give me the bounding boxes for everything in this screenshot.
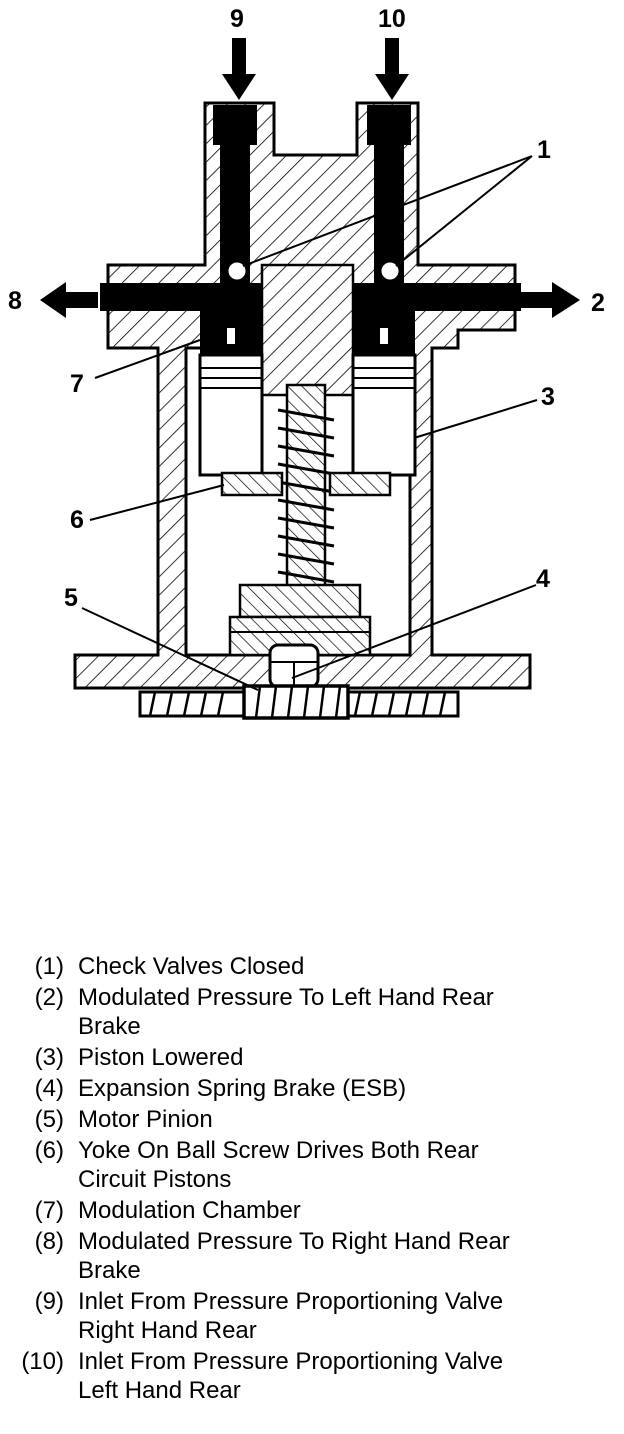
callout-2: 2 [591,289,605,317]
legend-number: (2) [34,984,64,1011]
outlet-arrow-2 [521,282,580,318]
legend-text: Modulated Pressure To Left Hand Rear Bra… [78,984,494,1040]
callout-7: 7 [70,370,84,398]
legend-text: Modulation Chamber [78,1197,301,1224]
check-valve-left [225,259,249,283]
legend-text: Check Valves Closed [78,953,305,980]
callout-8: 8 [8,287,22,315]
callout-5: 5 [64,584,78,612]
yoke-left [220,471,284,497]
legend: (1) Check Valves Closed (2) Modulated Pr… [0,952,624,1407]
callout-6: 6 [70,506,84,534]
piston-right [351,353,417,477]
legend-item: (10) Inlet From Pressure Proportioning V… [0,1347,624,1405]
bearing-assembly [228,583,372,657]
legend-text: Inlet From Pressure Proportioning Valve … [78,1288,504,1344]
legend-text: Expansion Spring Brake (ESB) [78,1075,407,1102]
legend-item: (6) Yoke On Ball Screw Drives Both Rear … [0,1136,624,1194]
legend-number: (5) [34,1106,64,1133]
legend-number: (3) [34,1044,64,1071]
legend-number: (4) [34,1075,64,1102]
brake-modulator-diagram: 9 10 1 8 2 7 3 6 4 5 [8,5,605,720]
ball-screw-threads [277,408,335,584]
legend-number: (6) [34,1137,64,1164]
legend-number: (10) [21,1348,64,1375]
legend-text: Piston Lowered [78,1044,244,1071]
callout-3: 3 [541,383,555,411]
check-valve-right [378,259,402,283]
yoke-right [328,471,392,497]
outlet-arrow-8 [40,282,98,318]
legend-number: (1) [34,953,64,980]
motor-pinion [138,684,460,720]
leader-lines [81,155,538,691]
legend-item: (1) Check Valves Closed [0,952,624,981]
legend-item: (3) Piston Lowered [0,1043,624,1072]
inlet-arrow-10 [375,38,409,100]
legend-number: (8) [34,1228,64,1255]
legend-text: Inlet From Pressure Proportioning Valve … [78,1348,504,1404]
legend-text: Modulated Pressure To Right Hand Rear Br… [78,1228,510,1284]
legend-text: Yoke On Ball Screw Drives Both Rear Circ… [78,1137,479,1193]
legend-item: (7) Modulation Chamber [0,1196,624,1225]
legend-item: (8) Modulated Pressure To Right Hand Rea… [0,1227,624,1285]
legend-item: (4) Expansion Spring Brake (ESB) [0,1074,624,1103]
callout-9: 9 [230,5,244,33]
legend-number: (7) [34,1197,64,1224]
legend-item: (2) Modulated Pressure To Left Hand Rear… [0,983,624,1041]
center-divider [260,263,355,397]
piston-left [198,353,264,477]
callout-10: 10 [378,5,406,33]
inlet-arrow-9 [222,38,256,100]
legend-item: (5) Motor Pinion [0,1105,624,1134]
callout-1: 1 [537,136,551,164]
legend-item: (9) Inlet From Pressure Proportioning Va… [0,1287,624,1345]
callout-4: 4 [536,565,550,593]
expansion-spring-brake [268,643,320,689]
legend-text: Motor Pinion [78,1106,213,1133]
legend-number: (9) [34,1288,64,1315]
